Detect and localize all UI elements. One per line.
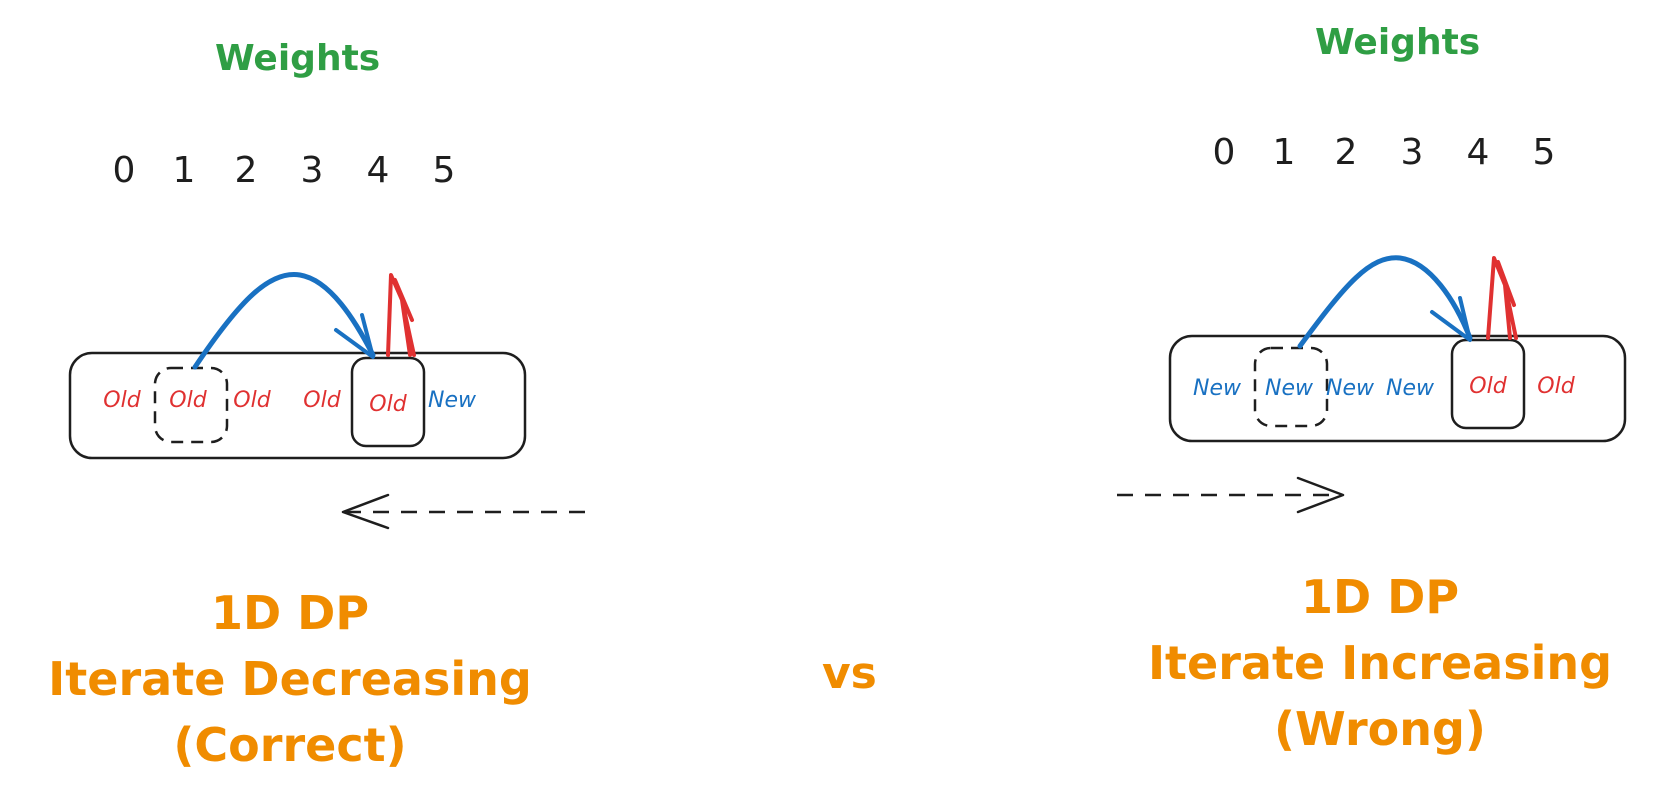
right-cell-4: Old <box>1469 374 1507 399</box>
left-caption: 1D DP Iterate Decreasing (Correct) <box>0 580 580 778</box>
right-index-2: 2 <box>1334 132 1358 173</box>
right-cell-1: New <box>1265 376 1313 401</box>
right-index-3: 3 <box>1400 132 1424 173</box>
left-index-4: 4 <box>366 150 390 191</box>
left-caption-line3: (Correct) <box>173 718 407 772</box>
right-caption-line1: 1D DP <box>1300 570 1460 624</box>
left-cell-0: Old <box>103 388 141 413</box>
left-cell-3: Old <box>303 388 341 413</box>
right-target-cell <box>1450 338 1526 430</box>
left-array-box <box>68 351 527 460</box>
right-caption: 1D DP Iterate Increasing (Wrong) <box>1100 564 1660 762</box>
left-caption-line1: 1D DP <box>210 586 370 640</box>
right-weights-label: Weights <box>1315 22 1481 63</box>
left-dependency-arrow <box>192 271 376 370</box>
right-caption-line2: Iterate Increasing <box>1147 636 1613 690</box>
right-index-5: 5 <box>1532 132 1556 173</box>
right-cell-5: Old <box>1537 374 1575 399</box>
right-caption-line3: (Wrong) <box>1274 702 1486 756</box>
right-cell-2: New <box>1326 376 1374 401</box>
left-cell-2: Old <box>233 388 271 413</box>
right-array-box <box>1168 334 1627 443</box>
right-dependency-arrowhead <box>1430 296 1472 342</box>
right-self-arrow <box>1486 256 1518 340</box>
right-index-0: 0 <box>1212 132 1236 173</box>
right-index-1: 1 <box>1272 132 1296 173</box>
left-index-0: 0 <box>112 150 136 191</box>
left-target-cell <box>350 356 426 448</box>
left-self-arrow <box>386 273 416 357</box>
left-dependency-arrowhead <box>334 313 375 359</box>
vs-label: vs <box>822 648 877 699</box>
right-direction-arrowhead <box>1296 476 1345 514</box>
right-source-cell <box>1253 346 1329 428</box>
left-cell-1: Old <box>169 388 207 413</box>
left-caption-line2: Iterate Decreasing <box>48 652 532 706</box>
right-cell-3: New <box>1386 376 1434 401</box>
left-cell-5: New <box>428 388 476 413</box>
left-index-5: 5 <box>432 150 456 191</box>
left-index-1: 1 <box>172 150 196 191</box>
right-dependency-arrow <box>1297 255 1473 349</box>
left-source-cell <box>153 366 229 444</box>
right-cell-0: New <box>1193 376 1241 401</box>
left-direction-arrowhead <box>341 493 390 530</box>
right-index-4: 4 <box>1466 132 1490 173</box>
left-weights-label: Weights <box>215 38 381 79</box>
left-cell-4: Old <box>369 392 407 417</box>
left-index-3: 3 <box>300 150 324 191</box>
left-index-2: 2 <box>234 150 258 191</box>
